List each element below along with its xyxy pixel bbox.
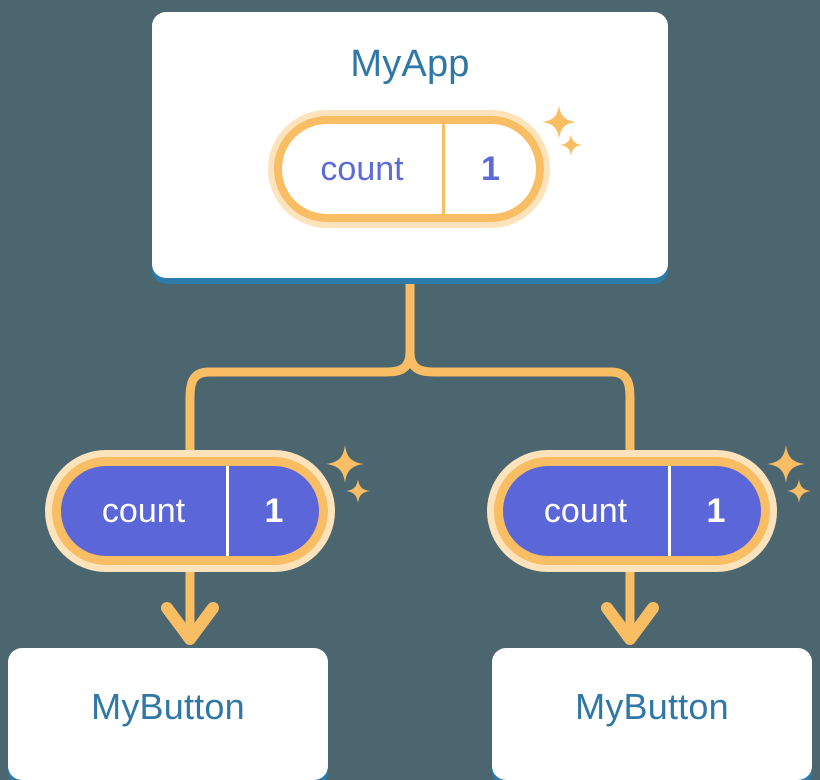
- pill-body: count 1: [503, 466, 761, 556]
- state-key-label: count: [282, 124, 445, 214]
- connector-branch-right: [405, 347, 635, 455]
- state-value-label: 1: [706, 491, 726, 530]
- sparkle-icon: [766, 444, 806, 484]
- component-card-mybutton-right[interactable]: MyButton: [492, 648, 812, 780]
- connector-branch-left: [185, 347, 415, 455]
- sparkle-small-icon: [786, 478, 812, 504]
- pill-body: count 1: [282, 124, 536, 214]
- state-pill-child-right[interactable]: count 1: [487, 450, 777, 572]
- component-label: MyButton: [91, 686, 245, 727]
- state-value-label: 1: [481, 149, 500, 188]
- state-key-label: count: [503, 466, 671, 556]
- arrow-down-icon-right: [601, 567, 659, 645]
- state-pill-myapp[interactable]: count 1: [268, 110, 550, 228]
- sparkle-icon: [325, 444, 365, 484]
- state-value-label: 1: [264, 491, 284, 530]
- component-card-mybutton-left[interactable]: MyButton: [8, 648, 328, 780]
- state-key-label: count: [61, 466, 229, 556]
- sparkle-small-icon: [345, 478, 371, 504]
- pill-body: count 1: [61, 466, 319, 556]
- page-title: MyApp: [350, 43, 470, 85]
- component-label: MyButton: [575, 686, 729, 727]
- state-pill-child-left[interactable]: count 1: [45, 450, 335, 572]
- arrow-down-icon-left: [161, 567, 219, 645]
